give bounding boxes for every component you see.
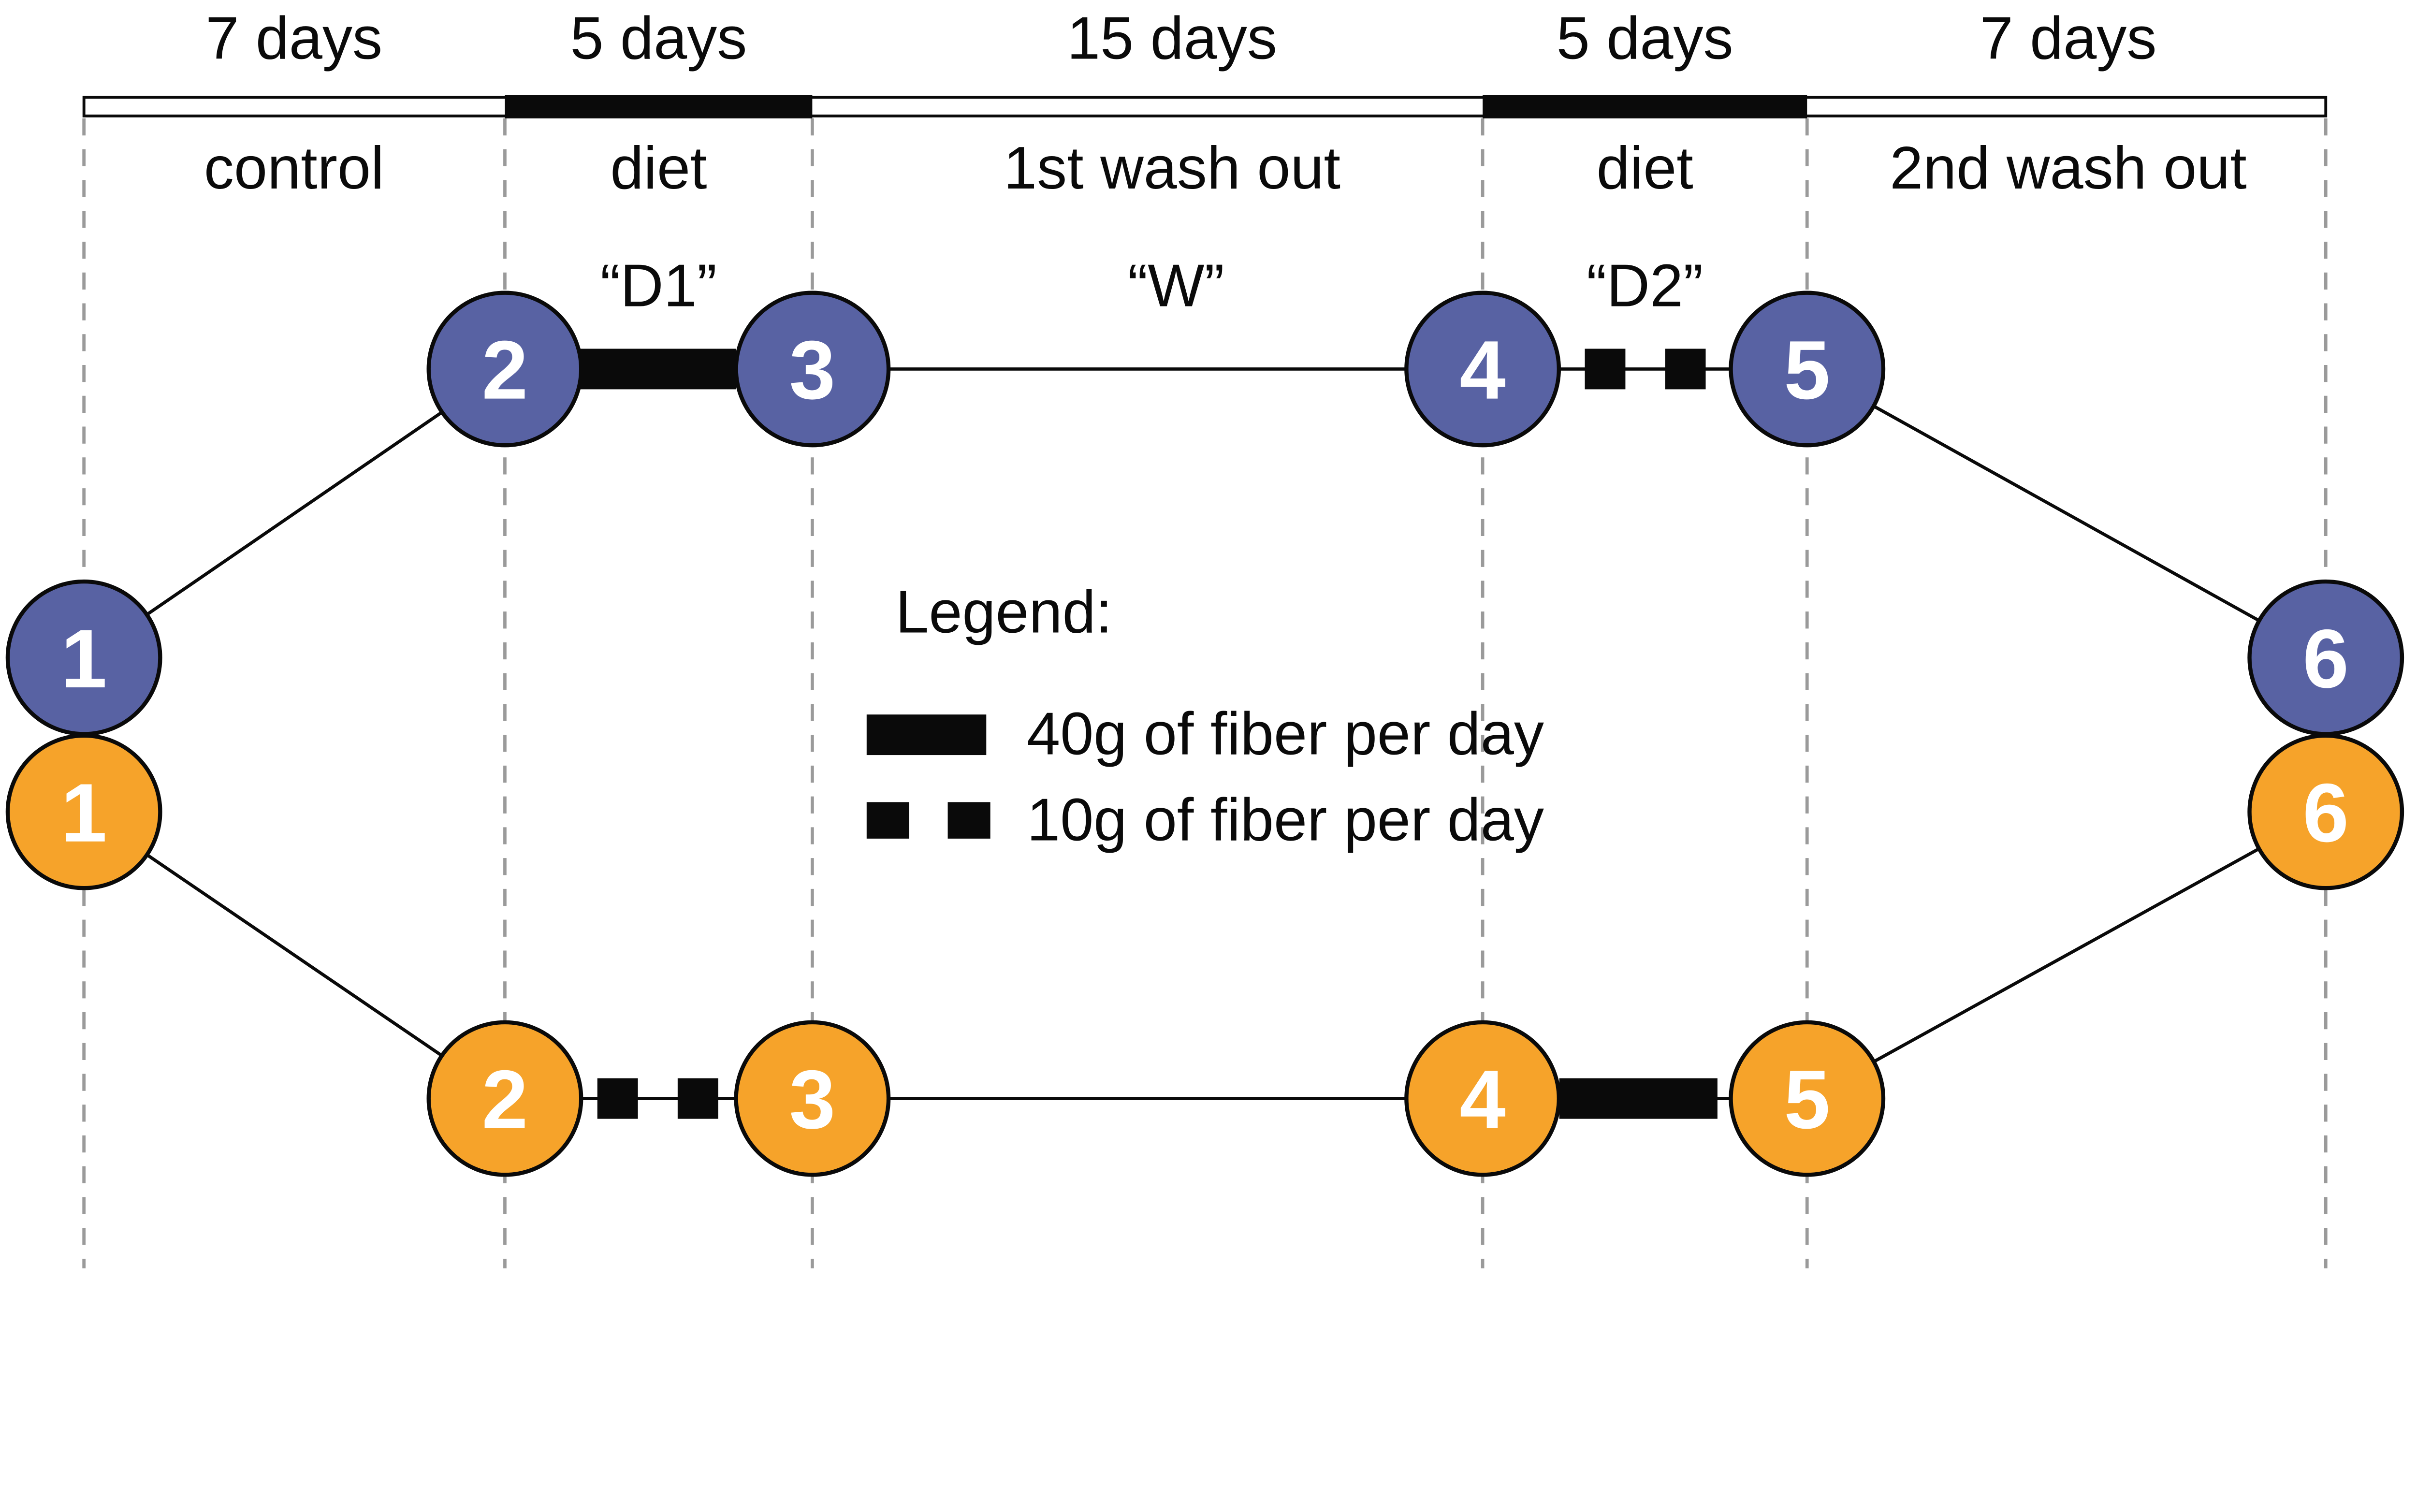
legend-label-40g: 40g of fiber per day: [1027, 700, 1544, 767]
phase-label-washout2: 2nd wash out: [1890, 135, 2247, 202]
arm-b-node-6: [2247, 733, 2404, 890]
legend-swatch-dashed-bar-2: [947, 802, 990, 839]
study-design-figure: 7 days 5 days 15 days 5 days 7 days cont…: [5, 5, 2404, 1269]
period-code-d1: “D1”: [600, 252, 717, 319]
arm-a-node-2: [426, 291, 583, 448]
arm-b-10g-dash-1: [597, 1078, 638, 1119]
arm-b-connector-1-2: [83, 810, 506, 1100]
arm-a-node-3-label: 3: [789, 324, 836, 417]
arm-b-node-3-label: 3: [789, 1053, 836, 1146]
arm-a-10g-dash-1: [1585, 349, 1626, 390]
arm-a-connector-5-6: [1806, 367, 2327, 659]
diet-period-block-1: [505, 95, 813, 118]
arm-a-40g-bar: [578, 349, 736, 390]
arm-b-node-2: [426, 1020, 583, 1177]
phase-label-diet1: diet: [610, 135, 707, 202]
phase-label-diet2: diet: [1597, 135, 1693, 202]
arm-b-node-4: [1404, 1020, 1561, 1177]
legend-title: Legend:: [895, 579, 1112, 646]
arm-b-node-6-label: 6: [2302, 767, 2349, 859]
arm-a-node-3: [734, 291, 891, 448]
arm-b-node-1-label: 1: [61, 767, 107, 859]
legend-swatch-solid-bar: [866, 714, 987, 756]
timeline-bar: [82, 96, 2328, 117]
arm-b-connector-5-6: [1806, 810, 2327, 1100]
arm-a-node-1-label: 1: [61, 612, 107, 705]
legend-label-10g: 10g of fiber per day: [1027, 786, 1544, 853]
arm-b-node-2-label: 2: [482, 1053, 528, 1146]
arm-a-node-4-label: 4: [1459, 324, 1506, 417]
arm-b-node-4-label: 4: [1459, 1053, 1506, 1146]
arm-b-node-1: [5, 733, 162, 890]
diet-period-block-2: [1483, 95, 1807, 118]
duration-label-washout2: 7 days: [1980, 5, 2157, 72]
arm-b-node-5: [1729, 1020, 1886, 1177]
legend-swatch-dashed-bar-1: [866, 802, 909, 839]
duration-label-washout1: 15 days: [1067, 5, 1277, 72]
period-code-w: “W”: [1128, 252, 1224, 319]
arm-a-node-5-label: 5: [1784, 324, 1830, 417]
arm-a-10g-dash-2: [1665, 349, 1706, 390]
arm-b-40g-bar: [1559, 1078, 1718, 1119]
arm-a-node-4: [1404, 291, 1561, 448]
phase-label-control: control: [204, 135, 384, 202]
period-code-d2: “D2”: [1587, 252, 1703, 319]
duration-label-control: 7 days: [205, 5, 382, 72]
arm-a-node-5: [1729, 291, 1886, 448]
arm-b-10g-dash-2: [677, 1078, 718, 1119]
arm-b-node-5-label: 5: [1784, 1053, 1830, 1146]
crossover-study-diagram: 7 days 5 days 15 days 5 days 7 days cont…: [5, 5, 2404, 1269]
duration-label-diet2: 5 days: [1557, 5, 1733, 72]
phase-label-washout1: 1st wash out: [1004, 135, 1340, 202]
arm-a-node-6-label: 6: [2302, 612, 2349, 705]
arm-a-connector-1-2: [83, 367, 506, 659]
arm-b-node-3: [734, 1020, 891, 1177]
arm-a-node-2-label: 2: [482, 324, 528, 417]
duration-label-diet1: 5 days: [570, 5, 747, 72]
